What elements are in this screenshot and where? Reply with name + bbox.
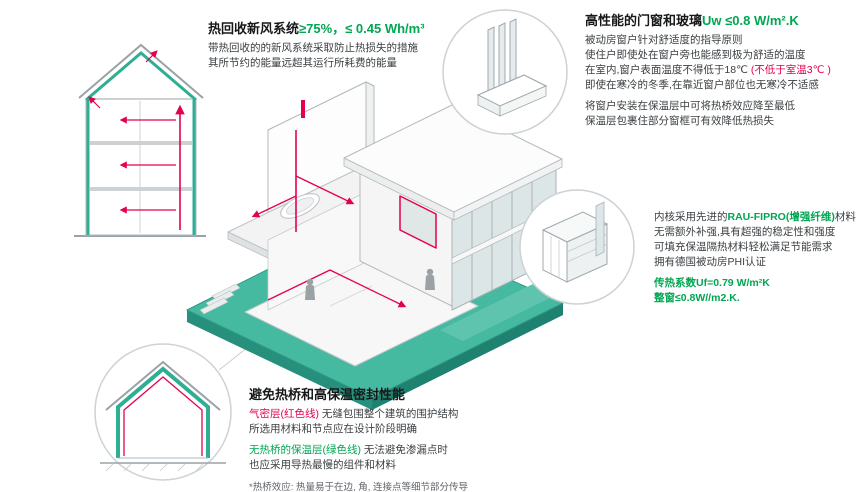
profile-uw-value: 整窗≤0.8W//m2.K. <box>654 292 740 304</box>
human-figure <box>305 268 435 300</box>
glass-slab <box>595 201 605 257</box>
windows-line-2: 使住户即使处在窗户旁也能感到极为舒适的温度 <box>585 49 806 61</box>
profile-line-3: 可填充保温隔热材料轻松满足节能需求 <box>654 241 833 253</box>
insulation-detail-circle <box>94 343 232 481</box>
insulation-layer-label: 无热桥的保温层(绿色线) <box>249 444 361 456</box>
glass-block <box>343 104 563 311</box>
profile-material-name: RAU-FIPRO(增强纤维) <box>727 211 835 223</box>
roof-insulation-line <box>85 51 197 102</box>
ground-hatch <box>105 463 204 472</box>
profile-uf-value: 传热系数Uf=0.79 W/m²K <box>654 277 770 289</box>
triple-glass-panes <box>487 18 517 96</box>
thermal-line-3: 无热桥的保温层(绿色线) 无法避免渗漏点时 <box>249 444 448 456</box>
airtight-layer-label: 气密层(红色线) <box>249 408 319 420</box>
windows-line-3-highlight: (不低于室温3℃ ) <box>750 64 831 76</box>
thermal-footnote: *热桥效应: 热量易于在边, 角, 连接点等细节部分传导 <box>249 482 469 492</box>
roof-outline <box>78 43 204 99</box>
ventilation-title: 热回收新风系统≥75%，≤ 0.45 Wh/m³ <box>208 20 458 37</box>
profile-line-2: 无需额外补强,具有超强的稳定性和强度 <box>654 226 836 238</box>
windows-title-main: 高性能的门窗和玻璃 <box>585 13 703 28</box>
glazing-detail-circle <box>442 9 568 135</box>
heat-recovery-ducts <box>88 50 185 230</box>
thermal-line-1: 气密层(红色线) 无缝包围整个建筑的围护结构 <box>249 408 459 420</box>
highlighted-window <box>399 195 437 249</box>
roof-slab <box>343 104 563 221</box>
ventilation-ducts <box>251 130 407 308</box>
frame-profile <box>541 201 609 283</box>
windows-line-3: 在室内,窗户表面温度不得低于18℃ (不低于室温3℃ ) <box>585 64 831 76</box>
thermal-line-2: 所选用材料和节点应在设计阶段明确 <box>249 423 417 435</box>
insulation-layer-line <box>116 366 210 458</box>
windows-line-6: 保温层包裹住部分窗框可有效降低热损失 <box>585 115 774 127</box>
ventilation-title-main: 热回收新风系统 <box>208 21 300 36</box>
thermal-title: 避免热桥和高保温密封性能 <box>249 387 406 402</box>
windows-line-5: 将窗户安装在保温层中可将热桥效应降至最低 <box>585 100 795 112</box>
ventilation-line-1: 带热回收的的新风系统采取防止热损失的措施 <box>208 42 418 54</box>
bathtub <box>280 193 320 219</box>
ventilation-text-block: 热回收新风系统≥75%，≤ 0.45 Wh/m³ 带热回收的的新风系统采取防止热… <box>208 20 458 71</box>
ventilation-title-value: ≥75%，≤ 0.45 Wh/m³ <box>299 21 425 36</box>
garden-steps <box>199 283 241 315</box>
ventilation-line-2: 其所节约的能量远超其运行所耗费的能量 <box>208 57 397 69</box>
profile-line-1: 内核采用先进的RAU-FIPRO(增强纤维)材料 <box>654 211 856 223</box>
windows-line-4: 即使在寒冷的冬季,在靠近窗户部位也无寒冷不适感 <box>585 79 819 91</box>
roof-outline <box>105 360 221 411</box>
windows-line-1: 被动房窗户针对舒适度的指导原则 <box>585 34 743 46</box>
window-frame-section <box>476 74 548 117</box>
windows-title-value: Uw ≤0.8 W/m².K <box>702 13 799 28</box>
profile-line-4: 拥有德国被动房PHI认证 <box>654 256 767 268</box>
isometric-house <box>227 81 563 367</box>
thermal-line-4: 也应采用导热最慢的组件和材料 <box>249 459 396 471</box>
roof-vent-pipe <box>301 100 305 118</box>
window-profile-circle <box>519 189 635 305</box>
terrace <box>440 284 556 341</box>
windows-title: 高性能的门窗和玻璃Uw ≤0.8 W/m².K <box>585 12 861 29</box>
section-house-illustration <box>74 43 206 237</box>
airtight-layer-line <box>123 376 203 456</box>
profile-text-block: 内核采用先进的RAU-FIPRO(增强纤维)材料 无需额外补强,具有超强的稳定性… <box>654 210 864 306</box>
thermal-text-block: 避免热桥和高保温密封性能 气密层(红色线) 无缝包围整个建筑的围护结构 所选用材… <box>249 386 529 492</box>
windows-text-block: 高性能的门窗和玻璃Uw ≤0.8 W/m².K 被动房窗户针对舒适度的指导原则 … <box>585 12 861 129</box>
